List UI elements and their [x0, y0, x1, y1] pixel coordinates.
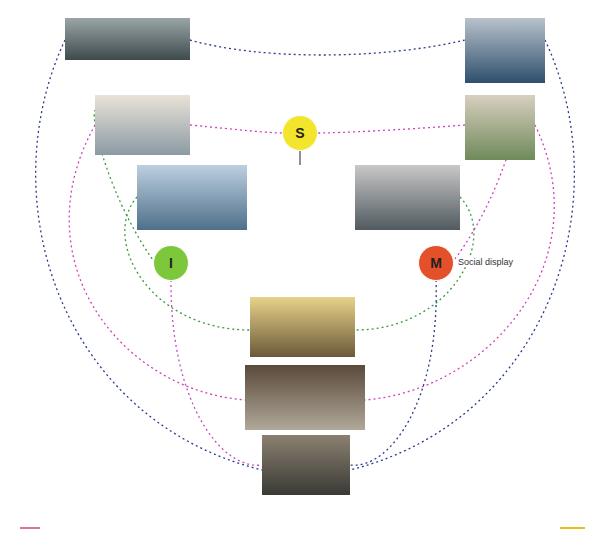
m-circle: M — [418, 245, 454, 281]
factor-label: Social display — [456, 257, 515, 267]
i-circle: I — [153, 245, 189, 281]
circle-letter: I — [169, 255, 173, 271]
s-circle: S — [282, 115, 318, 151]
circle-letter: M — [430, 255, 442, 271]
circle-letter: S — [295, 125, 304, 141]
